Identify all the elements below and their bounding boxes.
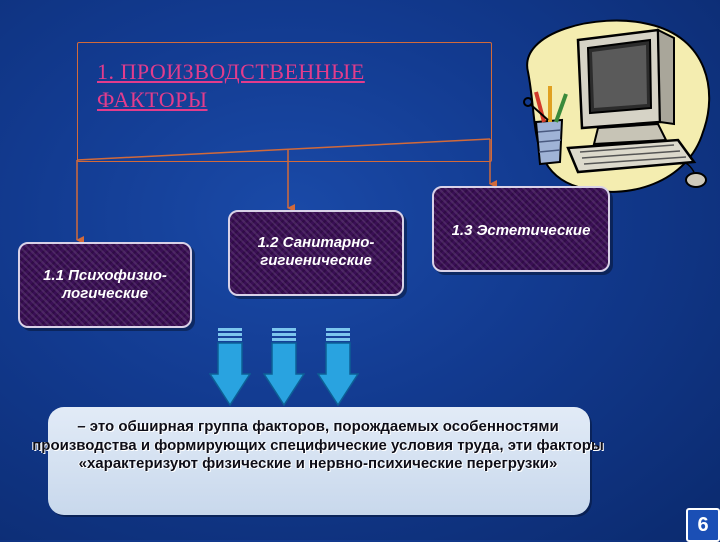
description-panel — [48, 407, 590, 515]
page-title: 1. ПРОИЗВОДСТВЕННЫЕ ФАКТОРЫ — [97, 59, 365, 112]
description-text: – это обширная группа факторов, порождае… — [32, 418, 604, 472]
factor-label: 1.2 Санитарно-гигиенические — [257, 234, 375, 269]
computer-clipart — [523, 19, 711, 193]
factor-box-psychophysiological: 1.1 Психофизио-логические — [18, 242, 192, 328]
down-arrow-icon — [209, 328, 251, 406]
factor-label: 1.1 Психофизио-логические — [43, 267, 167, 302]
down-arrow-icon — [317, 328, 359, 406]
down-arrow-icon — [263, 328, 305, 406]
factor-box-sanitary: 1.2 Санитарно-гигиенические — [228, 210, 404, 296]
title-frame — [77, 42, 492, 162]
page-number: 6 — [686, 508, 720, 542]
factor-label: 1.3 Эстетические — [451, 222, 591, 239]
factor-box-aesthetic: 1.3 Эстетические — [432, 186, 610, 272]
